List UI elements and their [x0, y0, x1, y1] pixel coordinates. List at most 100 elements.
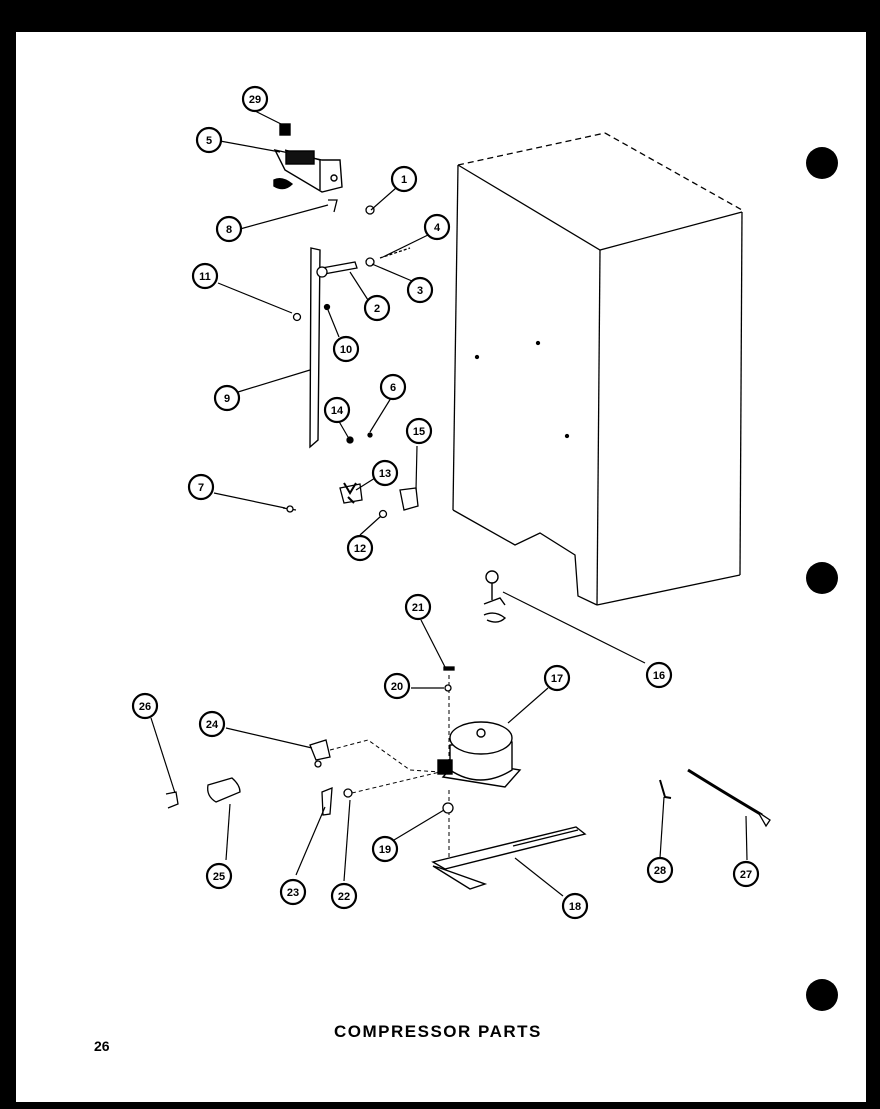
callout-label: 12	[354, 543, 366, 555]
callout-circle	[241, 85, 269, 113]
callout-label: 10	[340, 344, 352, 356]
diagram-page	[16, 32, 866, 1102]
callout-circle	[213, 384, 241, 412]
callout-circle	[346, 534, 374, 562]
leader-lines	[150, 110, 748, 897]
binder-hole-top	[806, 147, 838, 179]
callout-label: 18	[569, 901, 581, 913]
callout-circle	[732, 860, 760, 888]
callout-circle	[543, 664, 571, 692]
callout-21: 21	[404, 593, 432, 621]
callout-label: 7	[198, 482, 204, 494]
callout-circle	[131, 692, 159, 720]
callout-7: 7	[187, 473, 215, 501]
drier-valve	[483, 570, 507, 623]
callout-22: 22	[330, 882, 358, 910]
callout-label: 14	[331, 405, 344, 417]
callout-label: 21	[412, 602, 424, 614]
callout-29: 29	[241, 85, 269, 113]
compressor	[437, 721, 522, 788]
callout-circle	[379, 373, 407, 401]
callout-label: 2	[374, 303, 380, 315]
cabinet-outline	[452, 132, 743, 606]
callout-circle	[406, 276, 434, 304]
callout-6: 6	[379, 373, 407, 401]
callout-label: 1	[401, 174, 407, 186]
callout-13: 13	[371, 459, 399, 487]
callout-circle	[363, 294, 391, 322]
page-number: 26	[94, 1038, 110, 1054]
binder-hole-middle	[806, 562, 838, 594]
callout-3: 3	[406, 276, 434, 304]
callout-label: 3	[417, 285, 423, 297]
callout-circle	[423, 213, 451, 241]
callout-circle	[383, 672, 411, 700]
callout-circle	[205, 862, 233, 890]
callout-label: 15	[413, 426, 425, 438]
callout-26: 26	[131, 692, 159, 720]
lower-parts	[165, 666, 771, 828]
callout-10: 10	[332, 335, 360, 363]
callout-25: 25	[205, 862, 233, 890]
callout-label: 4	[434, 222, 441, 234]
callout-circle	[279, 878, 307, 906]
callout-label: 8	[226, 224, 232, 236]
callout-label: 13	[379, 468, 391, 480]
callout-circle	[332, 335, 360, 363]
callout-circle	[390, 165, 418, 193]
callout-23: 23	[279, 878, 307, 906]
callout-circle	[215, 215, 243, 243]
callout-8: 8	[215, 215, 243, 243]
callout-label: 5	[206, 135, 212, 147]
callout-label: 26	[139, 701, 151, 713]
callout-12: 12	[346, 534, 374, 562]
callout-label: 23	[287, 887, 299, 899]
callout-label: 20	[391, 681, 403, 693]
callout-label: 16	[653, 670, 665, 682]
callout-18: 18	[561, 892, 589, 920]
callout-label: 17	[551, 673, 563, 685]
callout-circle	[371, 835, 399, 863]
callout-bubbles: 1234567891011121314151617181920212223242…	[131, 85, 760, 920]
callout-circle	[187, 473, 215, 501]
relay-box	[273, 123, 343, 193]
callout-1: 1	[390, 165, 418, 193]
callout-circle	[405, 417, 433, 445]
callout-label: 22	[338, 891, 350, 903]
callout-19: 19	[371, 835, 399, 863]
callout-circle	[198, 710, 226, 738]
callout-9: 9	[213, 384, 241, 412]
callout-label: 6	[390, 382, 396, 394]
diagram-title: COMPRESSOR PARTS	[334, 1022, 542, 1041]
callout-label: 29	[249, 94, 261, 106]
callout-14: 14	[323, 396, 351, 424]
callout-15: 15	[405, 417, 433, 445]
callout-circle	[191, 262, 219, 290]
callout-28: 28	[646, 856, 674, 884]
callout-circle	[371, 459, 399, 487]
callout-2: 2	[363, 294, 391, 322]
callout-24: 24	[198, 710, 226, 738]
callout-16: 16	[645, 661, 673, 689]
binder-hole-bottom	[806, 979, 838, 1011]
mounting-plate	[309, 247, 321, 449]
callout-label: 25	[213, 871, 225, 883]
callout-circle	[330, 882, 358, 910]
callout-27: 27	[732, 860, 760, 888]
base-rail	[431, 826, 587, 890]
callout-label: 11	[199, 271, 211, 283]
callout-label: 28	[654, 865, 666, 877]
callout-5: 5	[195, 126, 223, 154]
callout-circle	[645, 661, 673, 689]
callout-label: 27	[740, 869, 752, 881]
callout-circle	[646, 856, 674, 884]
callout-circle	[404, 593, 432, 621]
callout-20: 20	[383, 672, 411, 700]
callout-label: 9	[224, 393, 230, 405]
callout-circle	[561, 892, 589, 920]
callout-11: 11	[191, 262, 219, 290]
callout-17: 17	[543, 664, 571, 692]
callout-circle	[195, 126, 223, 154]
